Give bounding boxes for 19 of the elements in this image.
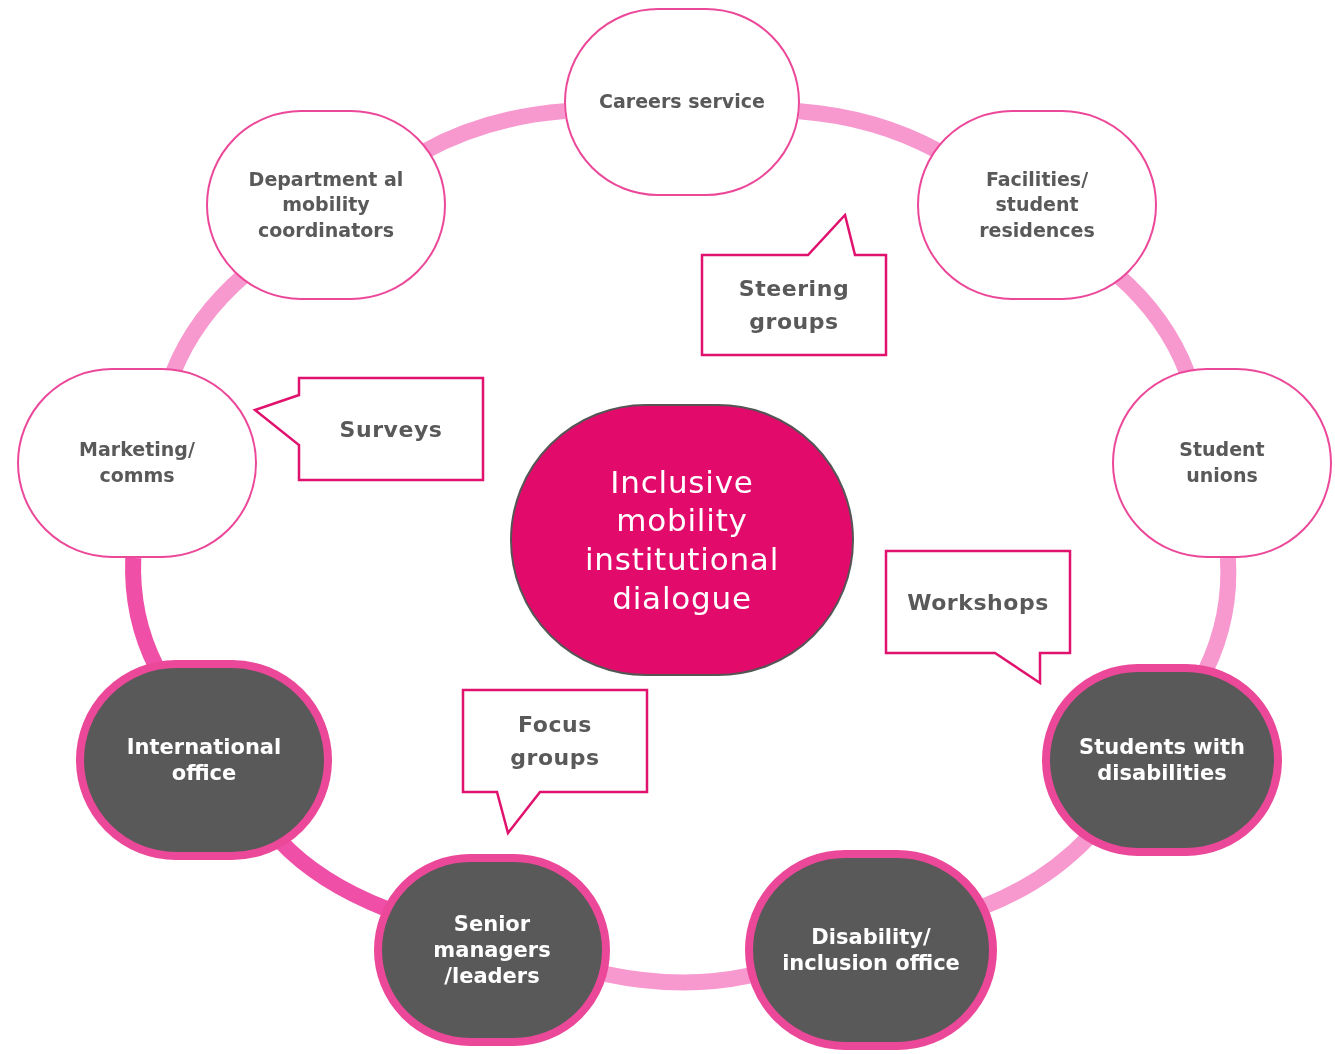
speech-bubble (463, 690, 647, 833)
speech-bubble (702, 215, 886, 355)
circle-label: Senior managers /leaders (432, 910, 552, 990)
circle-label: Marketing/ comms (78, 437, 196, 488)
bubble-label: Workshops (907, 588, 1049, 617)
circle-label: Careers service (599, 89, 765, 115)
bubble-label: Surveys (339, 415, 443, 444)
circle-label: Student unions (1178, 437, 1266, 488)
bubble-label: Steering groups (737, 275, 851, 336)
bubble-label: Focus groups (509, 711, 601, 772)
ring-connector (421, 103, 566, 159)
circle-label: Students with disabilities (1078, 733, 1246, 787)
circle-label: Disability/ inclusion office (781, 923, 961, 977)
speech-bubble (886, 551, 1070, 683)
circle-label: Facilities/ student residences (978, 166, 1096, 243)
circle-label: Department al mobility coordinators (247, 166, 405, 243)
circle-label: Inclusive mobility institutional dialogue (583, 462, 780, 618)
circle-label: International office (125, 733, 283, 787)
speech-bubble (255, 378, 483, 480)
